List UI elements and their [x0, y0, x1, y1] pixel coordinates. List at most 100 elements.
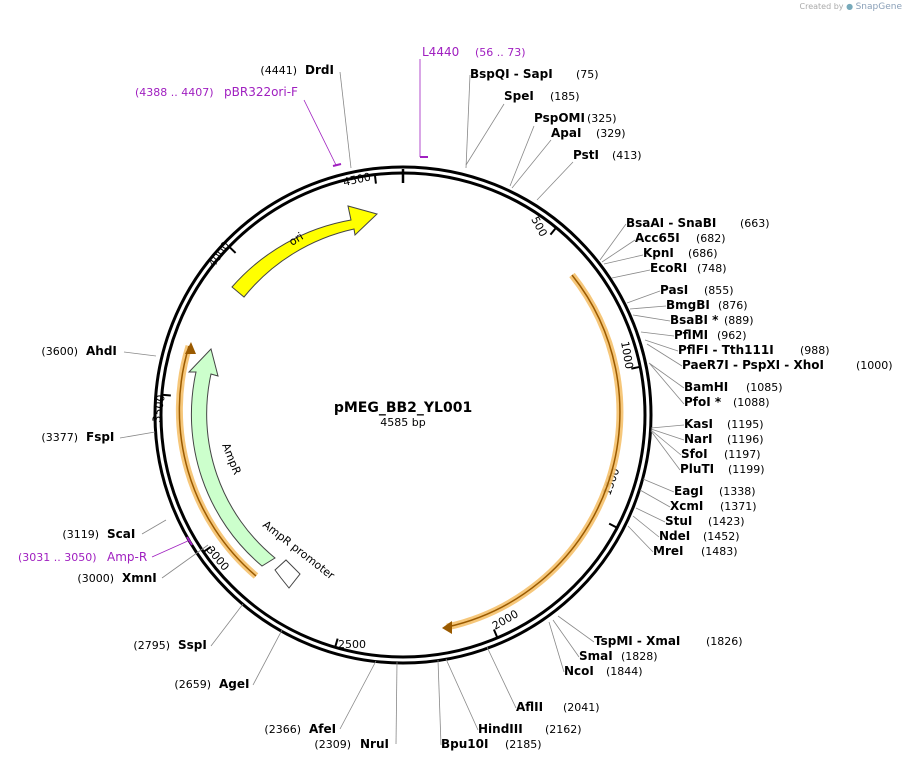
enzyme-pos-pflmi: (962): [717, 329, 747, 342]
leader-ncoi: [548, 621, 565, 673]
primer-l4440-name: L4440: [422, 45, 459, 59]
orf-arrowhead-right: [442, 621, 452, 634]
enzyme-site-xmni[interactable]: XmnI(3000): [77, 571, 156, 585]
tick-mark-3000: [202, 545, 212, 553]
enzyme-pos-bpu10i: (2185): [505, 738, 542, 751]
enzyme-site-apai[interactable]: ApaI(329): [551, 126, 626, 140]
enzyme-site-scai[interactable]: ScaI(3119): [62, 527, 135, 541]
leader-bsabi: [632, 314, 671, 322]
enzyme-name-drdi: DrdI: [305, 63, 334, 77]
leader-aflii: [486, 646, 517, 709]
enzyme-name-agei: AgeI: [219, 677, 249, 691]
enzyme-site-pflmi[interactable]: PflMI(962): [674, 328, 747, 342]
leader-afei: [339, 660, 377, 730]
leader-nrui: [395, 661, 398, 745]
enzyme-name-mrei: MreI: [653, 544, 683, 558]
enzyme-site-ahdi[interactable]: AhdI(3600): [41, 344, 116, 358]
enzyme-site-afei[interactable]: AfeI(2366): [264, 722, 336, 736]
enzyme-pos-psti: (413): [612, 149, 642, 162]
enzyme-site-aflii[interactable]: AflII(2041): [516, 700, 600, 714]
leader-ndei: [632, 515, 660, 538]
enzyme-name-bsaai-snabi: BsaAI - SnaBI: [626, 216, 716, 230]
enzyme-name-stui: StuI: [665, 514, 692, 528]
enzyme-site-acc65i[interactable]: Acc65I(682): [635, 231, 726, 245]
enzyme-pos-pspomi: (325): [587, 112, 617, 125]
enzyme-site-bsabi[interactable]: BsaBI *(889): [670, 313, 754, 327]
enzyme-site-hindiii[interactable]: HindIII (2162): [478, 722, 582, 736]
enzyme-site-nari[interactable]: NarI(1196): [684, 432, 764, 446]
enzyme-site-xcmi[interactable]: XcmI(1371): [670, 499, 757, 513]
enzyme-site-ncoi[interactable]: NcoI (1844): [564, 664, 643, 678]
enzyme-pos-sfoi: (1197): [724, 448, 761, 461]
enzyme-name-hindiii: HindIII: [478, 722, 523, 736]
enzyme-name-tspmi-xmai: TspMI - XmaI: [594, 634, 680, 648]
enzyme-site-psti[interactable]: PstI(413): [573, 148, 642, 162]
enzyme-name-nrui: NruI: [360, 737, 389, 751]
enzyme-pos-spei: (185): [550, 90, 580, 103]
enzyme-pos-bamhi: (1085): [746, 381, 783, 394]
leader-nari: [650, 428, 685, 441]
enzyme-site-pspomi[interactable]: PspOMI(325): [534, 111, 617, 125]
enzyme-name-kasi: KasI: [684, 417, 713, 431]
enzyme-site-pasi[interactable]: PasI(855): [660, 283, 734, 297]
enzyme-site-kasi[interactable]: KasI(1195): [684, 417, 764, 431]
enzyme-site-pluti[interactable]: PluTI(1199): [680, 462, 765, 476]
enzyme-site-drdi[interactable]: DrdI(4441): [260, 63, 334, 77]
enzyme-site-eagi[interactable]: EagI(1338): [674, 484, 756, 498]
ampr-label: AmpR: [219, 441, 243, 477]
enzyme-site-fspi[interactable]: FspI(3377): [41, 430, 114, 444]
enzyme-pos-ncoi: (1844): [606, 665, 643, 678]
enzyme-site-agei[interactable]: AgeI(2659): [174, 677, 249, 691]
enzyme-site-ndei[interactable]: NdeI(1452): [659, 529, 740, 543]
enzyme-site-ecori[interactable]: EcoRI(748): [650, 261, 727, 275]
leader-pfoi: [649, 363, 685, 405]
tick-label-1000: 1000: [618, 340, 636, 370]
enzyme-name-bspqi-sapi: BspQI - SapI: [470, 67, 553, 81]
leader-sspi: [210, 603, 244, 647]
enzyme-name-ndei: NdeI: [659, 529, 690, 543]
enzyme-pos-apai: (329): [596, 127, 626, 140]
tick-mark-4000: [228, 245, 237, 254]
enzyme-site-bamhi[interactable]: BamHI(1085): [684, 380, 783, 394]
enzyme-site-sfoi[interactable]: SfoI(1197): [681, 447, 761, 461]
leader-ecori: [611, 269, 651, 279]
enzyme-site-bspqi-sapi[interactable]: BspQI - SapI(75): [470, 67, 599, 81]
tick-mark-2000: [492, 629, 499, 639]
enzyme-site-sspi[interactable]: SspI(2795): [133, 638, 206, 652]
enzyme-name-ahdi: AhdI: [86, 344, 117, 358]
enzyme-site-bpu10i[interactable]: Bpu10I(2185): [441, 737, 542, 751]
enzyme-site-stui[interactable]: StuI (1423): [665, 514, 745, 528]
leader-stui: [635, 507, 666, 523]
leader-pflmi: [640, 331, 675, 337]
leader-pspomi: [509, 125, 535, 187]
enzyme-pos-stui: (1423): [708, 515, 745, 528]
enzyme-name-fspi: FspI: [86, 430, 114, 444]
leader-spei: [465, 103, 505, 166]
enzyme-pos-ecori: (748): [697, 262, 727, 275]
tick-mark-2500: [334, 638, 339, 648]
enzyme-site-pfoi[interactable]: PfoI *(1088): [684, 395, 770, 409]
primer-ampr-name: Amp-R: [107, 550, 147, 564]
enzyme-name-ncoi: NcoI: [564, 664, 594, 678]
enzyme-site-nrui[interactable]: NruI(2309): [314, 737, 389, 751]
enzyme-site-tspmi-xmai[interactable]: TspMI - XmaI(1826): [594, 634, 743, 648]
tick-label-500: 500: [528, 214, 549, 239]
enzyme-name-smai: SmaI: [579, 649, 613, 663]
enzyme-site-smai[interactable]: SmaI (1828): [579, 649, 658, 663]
enzyme-name-pspomi: PspOMI: [534, 111, 585, 125]
enzyme-site-pflfi-tth111i[interactable]: PflFI - Tth111I(988): [678, 343, 830, 357]
primer-l4440-range: (56 .. 73): [475, 46, 526, 59]
enzyme-site-bmgbi[interactable]: BmgBI(876): [666, 298, 748, 312]
enzyme-pos-hindiii: (2162): [545, 723, 582, 736]
leader-bsaai-snabi: [599, 223, 627, 261]
orf-arc-left-core: [178, 345, 257, 577]
enzyme-site-spei[interactable]: SpeI(185): [504, 89, 580, 103]
enzyme-site-mrei[interactable]: MreI(1483): [653, 544, 738, 558]
enzyme-site-kpni[interactable]: KpnI(686): [643, 246, 718, 260]
enzyme-pos-kpni: (686): [688, 247, 718, 260]
leader-apai: [511, 139, 552, 189]
enzyme-pos-smai: (1828): [621, 650, 658, 663]
enzyme-site-paer7i-pspxi-xhoi[interactable]: PaeR7I - PspXI - XhoI(1000): [682, 358, 893, 372]
enzyme-site-bsaai-snabi[interactable]: BsaAI - SnaBI(663): [626, 216, 770, 230]
leader-hindiii: [445, 658, 479, 731]
